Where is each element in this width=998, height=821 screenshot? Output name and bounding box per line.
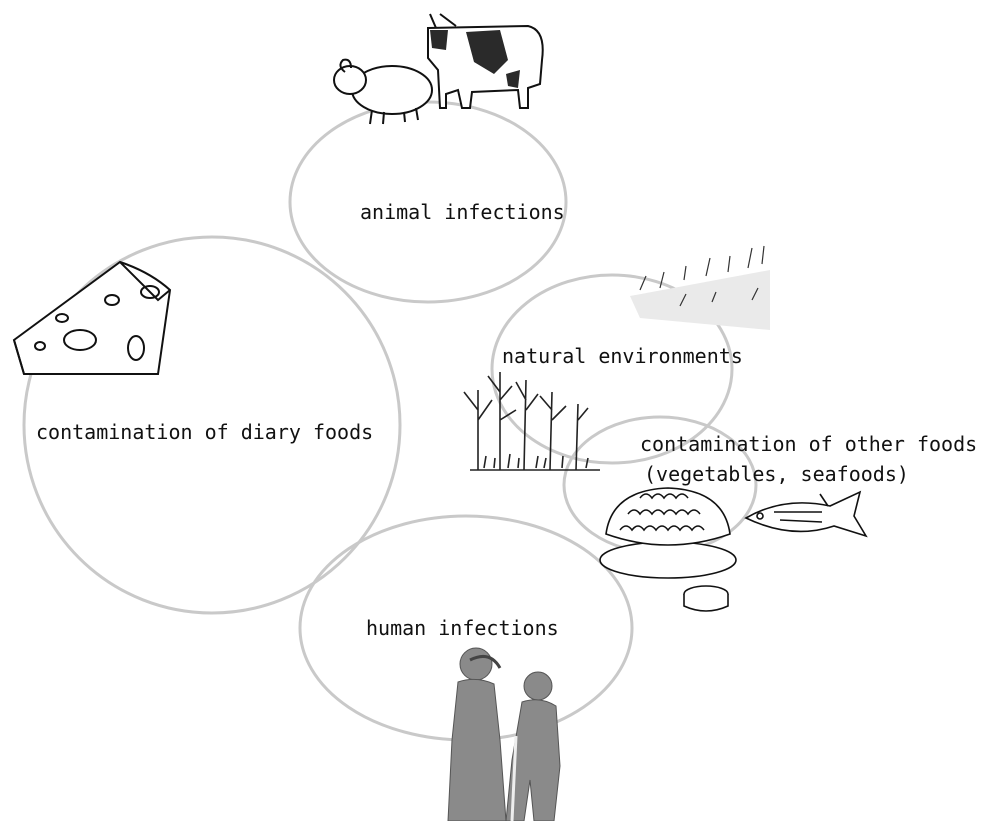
elderly-people-icon [448, 648, 560, 821]
fish-icon [746, 492, 866, 536]
trees-icon [464, 372, 600, 470]
grass-icon [630, 246, 770, 330]
label-human-infections: human infections [366, 616, 559, 640]
label-dairy-contamination: contamination of diary foods [36, 420, 373, 444]
label-animal-infections: animal infections [360, 200, 565, 224]
label-other-foods-line1: contamination of other foods [640, 432, 977, 456]
label-other-foods-line2: (vegetables, seafoods) [644, 462, 909, 486]
sheep-icon [334, 60, 432, 124]
label-natural-environments: natural environments [502, 344, 743, 368]
salad-bowl-icon [600, 488, 736, 611]
cow-icon [428, 14, 543, 108]
